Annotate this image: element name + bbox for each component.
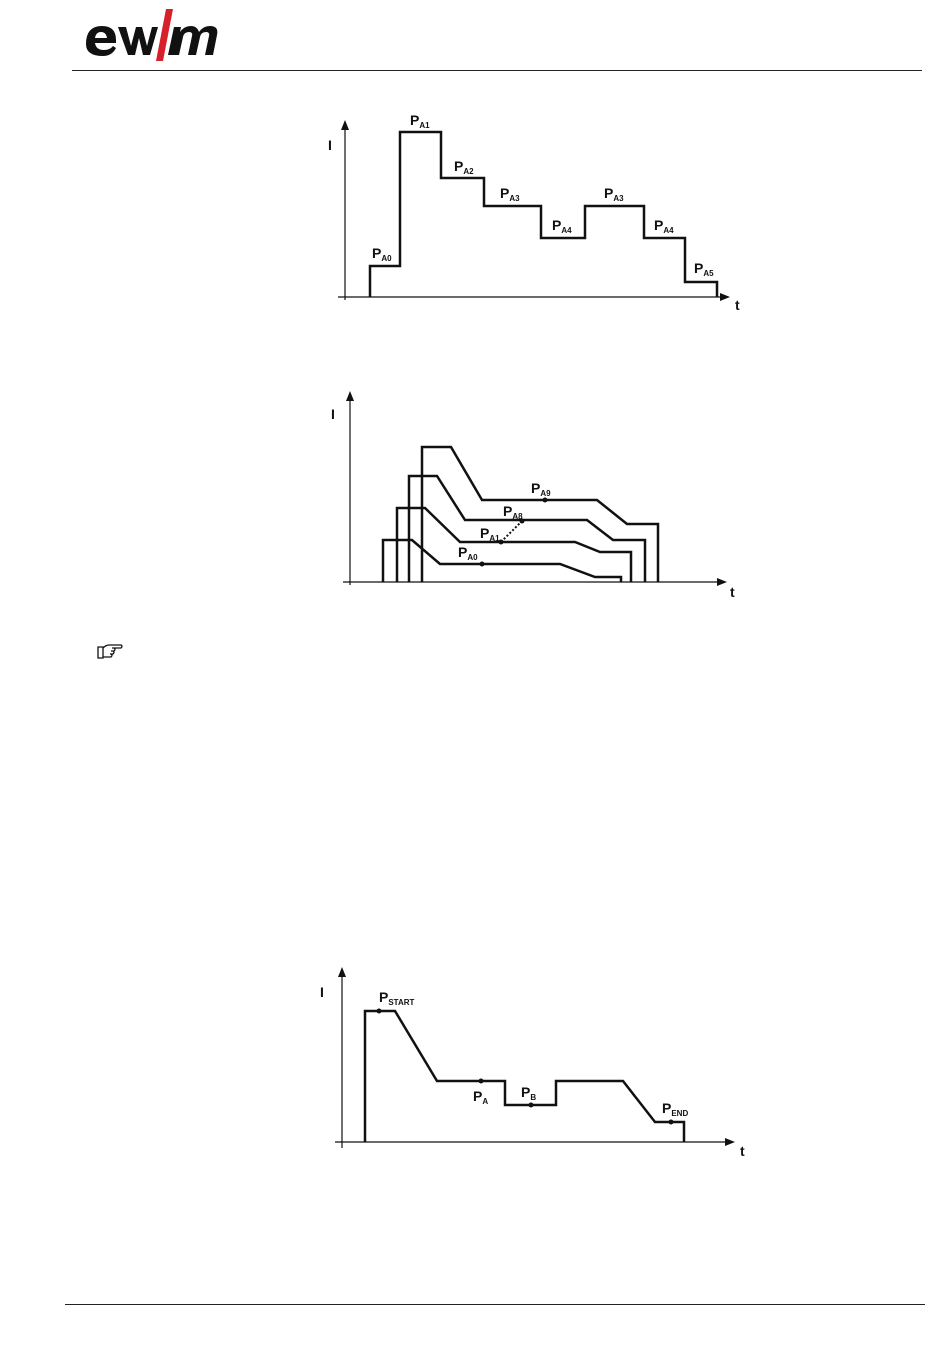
y-axis-label: I — [328, 137, 332, 153]
label-p-b: PB — [521, 1084, 536, 1102]
label-p-a1: PA1 — [410, 112, 430, 130]
footer-rule — [65, 1304, 925, 1305]
current-step-curve — [370, 132, 717, 297]
label-p-end: PEND — [662, 1100, 688, 1118]
y-axis-arrowhead — [341, 120, 349, 130]
y-axis-arrowhead — [338, 967, 346, 977]
program-curves-diagram: I t PA9 PA8 PA1 PA0 — [325, 385, 745, 605]
header-rule — [72, 70, 922, 71]
x-axis-arrowhead — [725, 1138, 735, 1146]
label-p-a5: PA5 — [694, 260, 714, 278]
label-p-a4: PA4 — [552, 217, 572, 235]
label-p-a0: PA0 — [372, 245, 392, 263]
point-p-end — [669, 1120, 674, 1125]
logo-letter-e — [86, 26, 116, 56]
label-p-a2: PA2 — [454, 158, 474, 176]
program-sequence-diagram: I t PSTART PA PB PEND — [315, 963, 755, 1163]
point-p-a0 — [480, 562, 485, 567]
label-p-a9: PA9 — [531, 480, 551, 498]
dotted-connector — [501, 521, 522, 542]
label-p-a: PA — [473, 1088, 488, 1106]
y-axis-arrowhead — [346, 391, 354, 401]
x-axis-arrowhead — [720, 293, 730, 301]
point-p-a9 — [543, 498, 548, 503]
label-p-a8: PA8 — [503, 503, 523, 521]
label-p-start: PSTART — [379, 989, 415, 1007]
label-p-a4-second: PA4 — [654, 217, 674, 235]
curve-p-a9 — [422, 447, 658, 582]
point-p-b — [529, 1103, 534, 1108]
y-axis-label: I — [331, 406, 335, 422]
point-p-a — [479, 1079, 484, 1084]
program-steps-diagram: I t PA1 PA2 PA3 PA3 PA4 PA4 PA0 PA5 — [330, 110, 760, 325]
x-axis-label: t — [735, 297, 740, 313]
point-p-start — [377, 1009, 382, 1014]
logo-letter-m — [168, 26, 217, 55]
curve-p-a8 — [409, 476, 645, 582]
label-p-a3-second: PA3 — [604, 185, 624, 203]
x-axis-label: t — [730, 584, 735, 600]
label-p-a3: PA3 — [500, 185, 520, 203]
x-axis-arrowhead — [717, 578, 727, 586]
label-p-a1: PA1 — [480, 525, 500, 543]
ewm-logo — [80, 4, 220, 66]
label-p-a0: PA0 — [458, 544, 478, 562]
y-axis-label: I — [320, 984, 324, 1000]
sequence-curve — [365, 1011, 684, 1142]
x-axis-label: t — [740, 1143, 745, 1159]
logo-letter-w — [118, 27, 158, 55]
axes — [338, 125, 725, 300]
pointing-hand-icon — [96, 641, 124, 661]
